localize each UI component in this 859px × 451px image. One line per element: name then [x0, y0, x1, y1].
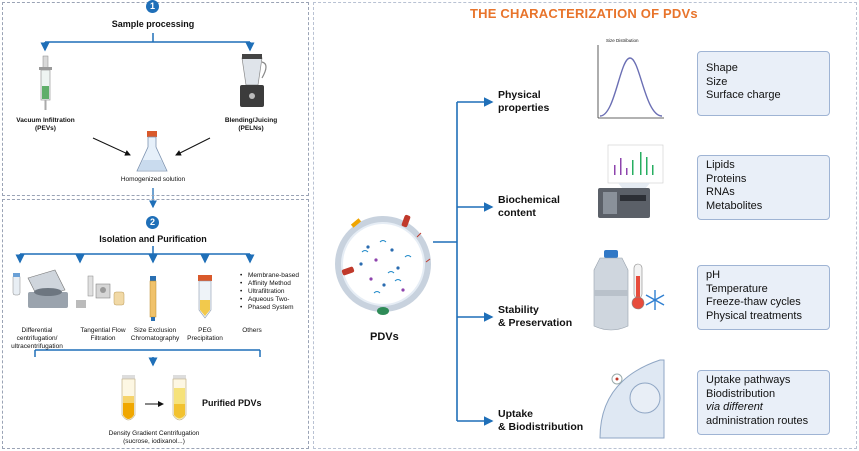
step2-badge: 2 [146, 216, 159, 229]
property-item: RNAs [706, 186, 735, 198]
property-item: pH [706, 269, 721, 281]
category-stability-preservation: Stability & Preservation [498, 304, 573, 329]
property-item: Metabolites [706, 199, 763, 212]
method-size-exclusion-chromatography: Size Exclusion Chromatography [130, 327, 180, 342]
property-item: Freeze-thaw cycles [706, 296, 801, 308]
property-item: administration routes [706, 414, 809, 427]
property-item: Size [706, 75, 728, 88]
sec-column-icon [149, 276, 157, 321]
to-flask-arrows [92, 137, 211, 156]
step2-title: Isolation and Purification [99, 234, 207, 244]
step1-title: Sample processing [111, 19, 195, 29]
thermometer-icon [631, 263, 645, 310]
property-item: Lipids [706, 159, 735, 171]
tff-system-icon [76, 275, 125, 308]
physical-properties-box: Shape Size Surface charge [697, 51, 830, 116]
main-title: THE CHARACTERIZATION OF PDVs [470, 6, 698, 21]
other-method-item: Aqueous Two- [240, 296, 299, 304]
step1-badge: 1 [146, 0, 159, 13]
property-item: Surface charge [706, 89, 781, 101]
sample-processing-panel [2, 2, 309, 196]
method-differential-centrifugation: Differential centrifugation/ ultracentri… [11, 327, 63, 350]
property-item: via different [706, 401, 763, 413]
property-item: Shape [706, 62, 738, 74]
category-uptake-biodistribution: Uptake & Biodistribution [498, 408, 584, 433]
method-others: Others [242, 327, 262, 334]
homogenized-solution-label: Homogenized solution [120, 176, 186, 183]
property-item: Temperature [706, 282, 768, 295]
peg-tube-icon [198, 275, 212, 319]
property-item: Uptake pathways [706, 374, 791, 386]
other-methods-list: Membrane-based Affinity Method Ultrafilt… [240, 272, 299, 312]
centrifuge-icon [12, 269, 68, 308]
category-physical-properties: Physical properties [498, 89, 550, 114]
step1-connectors [40, 33, 255, 52]
category-tree-connector [433, 97, 494, 426]
density-gradient-label: Density Gradient Centrifugation (sucrose… [108, 430, 200, 445]
uptake-biodistribution-box: Uptake pathways Biodistribution via diff… [697, 370, 830, 435]
gradient-tube-after-icon [172, 375, 187, 421]
vacuum-infiltration-label: Vacuum Infiltration (PEVs) [16, 117, 75, 132]
other-method-item: Phased System [240, 304, 299, 312]
gradient-tube-before-icon [121, 375, 136, 421]
flask-icon [136, 131, 168, 172]
property-item: Proteins [706, 172, 747, 185]
cell-uptake-icon [599, 359, 665, 439]
method-tangential-flow-filtration: Tangential Flow Filtration [80, 327, 126, 342]
pdv-vesicle-icon [335, 214, 431, 315]
property-item: Biodistribution [706, 387, 776, 400]
other-method-item: Ultrafiltration [240, 288, 299, 296]
syringe-icon [39, 55, 52, 110]
biochemical-content-box: Lipids Proteins RNAs Metabolites [697, 155, 830, 220]
property-item: Physical treatments [706, 309, 802, 322]
stability-preservation-box: pH Temperature Freeze-thaw cycles Physic… [697, 265, 830, 330]
mass-spectrometer-icon [598, 144, 664, 218]
other-method-item: Affinity Method [240, 280, 299, 288]
step2-connectors [15, 246, 261, 367]
pdv-label: PDVs [370, 331, 399, 343]
blender-icon [240, 54, 267, 107]
purified-pdvs-label: Purified PDVs [202, 398, 262, 408]
category-biochemical-content: Biochemical content [498, 194, 560, 219]
method-peg-precipitation: PEG Precipitation [187, 327, 223, 342]
isolation-panel [2, 199, 309, 449]
other-method-item: Membrane-based [240, 272, 299, 280]
characterization-panel [313, 2, 857, 449]
size-distribution-chart-title: Size Distribution [606, 38, 639, 43]
blending-juicing-label: Blending/Juicing (PELNs) [224, 117, 278, 132]
liquid-nitrogen-dewar-icon [593, 250, 629, 331]
size-distribution-chart-icon [597, 45, 664, 119]
snowflake-icon [645, 290, 665, 310]
